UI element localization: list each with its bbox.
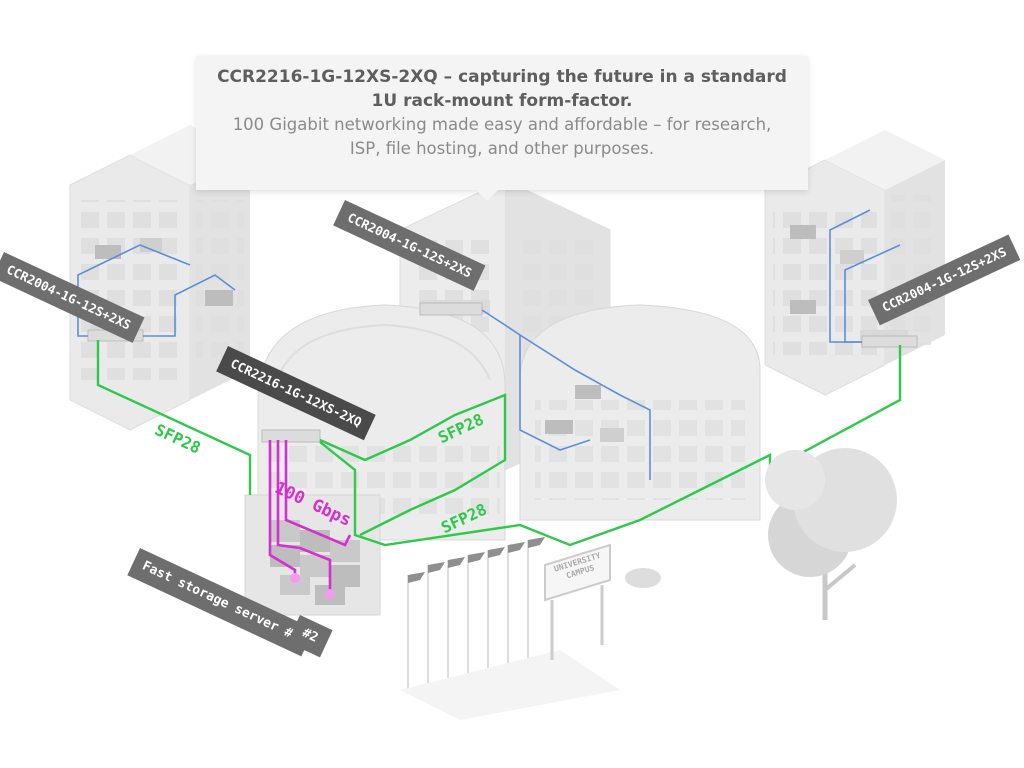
server2-port-glow (325, 589, 335, 599)
rock (625, 568, 661, 588)
headline-callout: CCR2216-1G-12XS-2XQ – capturing the futu… (196, 56, 808, 201)
headline-title-line1: CCR2216-1G-12XS-2XQ – capturing the futu… (217, 67, 787, 87)
headline-desc-line2: ISP, file hosting, and other purposes. (349, 139, 655, 158)
tree (765, 448, 897, 620)
router-center-device (419, 302, 483, 316)
headline-desc-line1: 100 Gigabit networking made easy and aff… (232, 115, 772, 134)
left-hall (257, 304, 506, 541)
router-right-device (861, 335, 918, 348)
campus-sign (544, 543, 611, 660)
callout-pointer (476, 190, 498, 201)
lan-cabling (77, 209, 901, 480)
headline-title-line2: 1U rack-mount form-factor. (371, 91, 633, 111)
right-hall (519, 304, 761, 521)
campus-flags (400, 537, 620, 720)
server-room (244, 494, 381, 616)
server1-port-glow (290, 573, 300, 583)
right-building (764, 130, 945, 396)
router-main-device (261, 429, 321, 443)
